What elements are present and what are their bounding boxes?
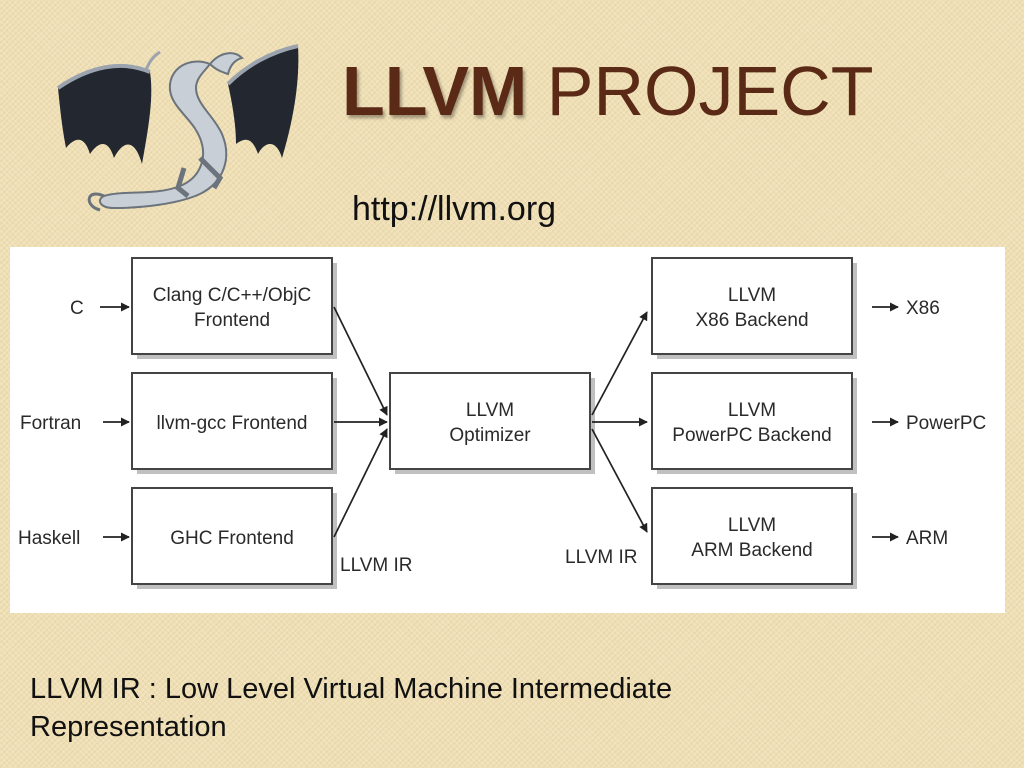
target-label-x86: X86 xyxy=(906,298,940,319)
optimizer-box xyxy=(389,372,591,470)
backend-powerpc-box xyxy=(651,372,853,470)
arrow-clang-to-optimizer xyxy=(333,306,388,416)
diagram-canvas: C Fortran Haskell Clang C/C++/ObjC Front… xyxy=(18,257,986,589)
backend-x86-label-line2: X86 Backend xyxy=(695,310,808,331)
frontend-llvm-gcc-label: llvm-gcc Frontend xyxy=(157,413,308,434)
language-label-c: C xyxy=(70,298,84,319)
title-project: PROJECT xyxy=(527,52,874,130)
frontend-clang-label-line1: Clang C/C++/ObjC xyxy=(153,285,311,306)
frontend-clang-box xyxy=(131,257,333,355)
frontend-llvm-gcc-box xyxy=(131,372,333,470)
language-label-haskell: Haskell xyxy=(18,528,80,549)
ir-label-left: LLVM IR xyxy=(340,555,413,576)
backend-x86-box xyxy=(651,257,853,355)
caption-line-2: Representation xyxy=(30,711,227,743)
backend-arm-label-line2: ARM Backend xyxy=(691,540,812,561)
caption-line-1: LLVM IR : Low Level Virtual Machine Inte… xyxy=(30,673,673,705)
optimizer-label-line2: Optimizer xyxy=(449,425,531,446)
language-label-fortran: Fortran xyxy=(20,413,81,434)
backend-x86-label-line1: LLVM xyxy=(728,285,776,306)
target-label-powerpc: PowerPC xyxy=(906,413,986,434)
ir-definition-caption: LLVM IR : Low Level Virtual Machine Inte… xyxy=(30,670,930,746)
backend-powerpc-label-line2: PowerPC Backend xyxy=(672,425,831,446)
arrow-optimizer-to-x86 xyxy=(591,311,648,416)
frontend-clang-label-line2: Frontend xyxy=(194,310,270,331)
llvm-dragon-logo xyxy=(50,38,310,228)
arrow-ghc-to-optimizer xyxy=(333,428,388,538)
backend-arm-box xyxy=(651,487,853,585)
page-title: LLVM PROJECT xyxy=(342,56,873,126)
llvm-architecture-diagram: C Fortran Haskell Clang C/C++/ObjC Front… xyxy=(10,247,1005,613)
optimizer-label-line1: LLVM xyxy=(466,400,514,421)
frontend-ghc-box xyxy=(131,487,333,585)
dragon-icon xyxy=(56,44,299,212)
arrow-optimizer-to-arm xyxy=(591,428,648,533)
title-llvm: LLVM xyxy=(342,52,528,130)
frontend-ghc-label: GHC Frontend xyxy=(170,528,294,549)
project-url[interactable]: http://llvm.org xyxy=(352,190,557,228)
backend-arm-label-line1: LLVM xyxy=(728,515,776,536)
target-label-arm: ARM xyxy=(906,528,948,549)
backend-powerpc-label-line1: LLVM xyxy=(728,400,776,421)
ir-label-right: LLVM IR xyxy=(565,547,638,568)
